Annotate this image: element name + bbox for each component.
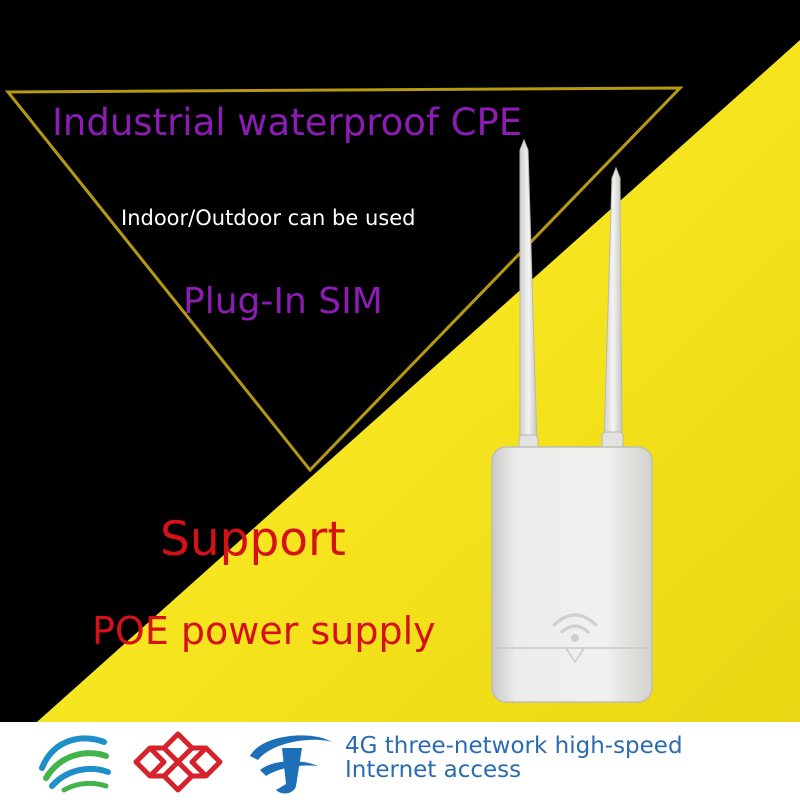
antenna-right — [603, 166, 623, 441]
poe-power-supply-text: POE power supply — [92, 609, 436, 653]
carrier-footer — [0, 722, 800, 800]
gold-triangle-outline — [4, 86, 684, 473]
china-mobile-logo-icon — [39, 735, 111, 793]
device-body — [491, 446, 653, 703]
antenna-left — [519, 138, 538, 446]
indoor-outdoor-text: Indoor/Outdoor can be used — [121, 206, 416, 230]
tagline-line-1: 4G three-network high-speed — [345, 733, 683, 759]
china-unicom-logo-icon — [133, 731, 223, 793]
footer-tagline: 4G three-network high-speed Internet acc… — [345, 734, 683, 782]
support-text: Support — [160, 512, 346, 567]
wifi-icon — [552, 613, 598, 642]
plug-in-sim-text: Plug-In SIM — [183, 281, 383, 322]
tagline-line-2: Internet access — [345, 757, 522, 784]
china-telecom-logo-icon — [250, 735, 332, 794]
headline-title: Industrial waterproof CPE — [52, 101, 523, 144]
